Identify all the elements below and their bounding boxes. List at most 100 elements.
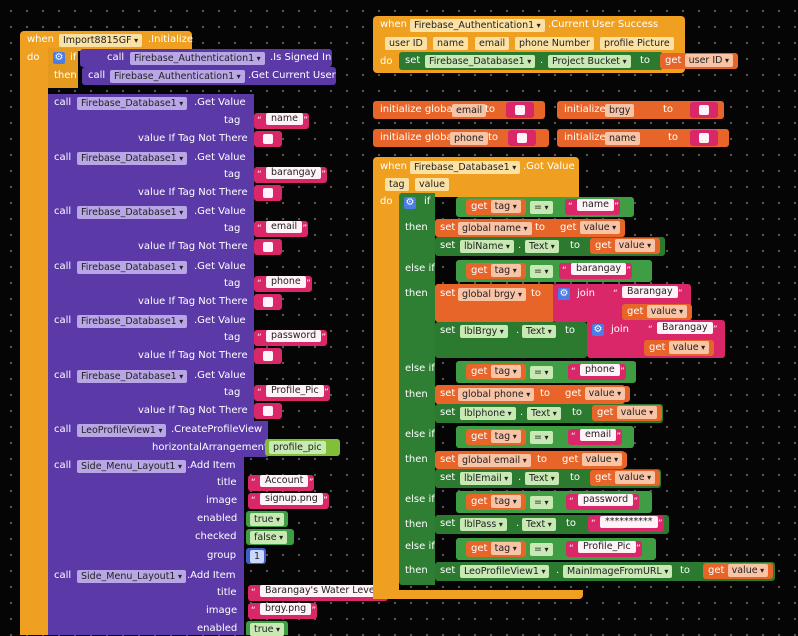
- tag-dropdown[interactable]: tag: [490, 264, 521, 277]
- value-dropdown[interactable]: value: [614, 471, 656, 484]
- empty-string-block[interactable]: [254, 348, 282, 364]
- initialize-component-dropdown[interactable]: Import8815GF: [59, 34, 143, 47]
- get-tag-block[interactable]: get tag: [466, 541, 526, 557]
- tag-dropdown[interactable]: tag: [490, 495, 521, 508]
- equals-operator-dropdown[interactable]: =: [530, 201, 553, 214]
- get-user-id-block[interactable]: get user ID: [660, 53, 739, 69]
- side-menu-component-dropdown[interactable]: Side_Menu_Layout1: [77, 460, 187, 473]
- get-value-var-block[interactable]: get value: [555, 220, 626, 236]
- match-string-barangay[interactable]: barangay: [559, 263, 633, 279]
- empty-string-block[interactable]: [254, 403, 282, 419]
- get-tag-block[interactable]: get tag: [466, 429, 526, 445]
- tag-dropdown[interactable]: tag: [490, 365, 521, 378]
- value-dropdown[interactable]: value: [616, 406, 658, 419]
- true-dropdown[interactable]: true: [250, 623, 285, 636]
- global-name-email[interactable]: email: [452, 104, 487, 117]
- param-email[interactable]: email: [475, 37, 510, 50]
- equals-operator-dropdown[interactable]: =: [530, 366, 553, 379]
- tag-string-email[interactable]: email: [254, 221, 309, 237]
- value-dropdown[interactable]: value: [581, 453, 623, 466]
- empty-string-block[interactable]: [690, 130, 718, 146]
- user-id-dropdown[interactable]: user ID: [684, 54, 734, 67]
- get-current-user-component-dropdown[interactable]: Firebase_Authentication1: [110, 70, 245, 83]
- database-component-dropdown[interactable]: Firebase_Database1: [410, 161, 521, 174]
- match-string-phone[interactable]: phone: [568, 364, 626, 380]
- side-menu-component-dropdown[interactable]: Side_Menu_Layout1: [77, 570, 187, 583]
- tag-string-profile-pic[interactable]: Profile_Pic: [254, 385, 330, 401]
- empty-string-block[interactable]: [254, 239, 282, 255]
- tag-string-name[interactable]: name: [254, 113, 309, 129]
- get-value-var-block[interactable]: get value: [592, 405, 663, 421]
- value-dropdown[interactable]: value: [584, 387, 626, 400]
- empty-string-block[interactable]: [690, 102, 718, 118]
- auth-component-dropdown[interactable]: Firebase_Authentication1: [410, 19, 545, 32]
- if-else-chain-block[interactable]: [399, 193, 435, 585]
- empty-string-block[interactable]: [254, 294, 282, 310]
- get-tag-block[interactable]: get tag: [466, 494, 526, 510]
- database-component-dropdown[interactable]: Firebase_Database1: [425, 55, 536, 68]
- empty-string-block[interactable]: [254, 131, 282, 147]
- tag-dropdown[interactable]: tag: [490, 200, 521, 213]
- value-dropdown[interactable]: value: [614, 239, 656, 252]
- param-phone-number[interactable]: phone Number: [515, 37, 594, 50]
- project-bucket-dropdown[interactable]: Project Bucket: [548, 55, 631, 68]
- param-user-id[interactable]: user ID: [385, 37, 427, 50]
- get-value-var-block[interactable]: get value: [644, 340, 715, 356]
- param-profile-picture[interactable]: profile Picture: [600, 37, 674, 50]
- label-component-dropdown[interactable]: lblPass: [460, 518, 507, 531]
- get-value-var-block[interactable]: get value: [560, 386, 631, 402]
- text-property-dropdown[interactable]: Text: [525, 240, 559, 253]
- value-dropdown[interactable]: value: [668, 341, 710, 354]
- main-image-from-url-dropdown[interactable]: MainImageFromURL: [563, 565, 673, 578]
- empty-string-block[interactable]: [508, 130, 536, 146]
- equals-operator-dropdown[interactable]: =: [530, 265, 553, 278]
- label-component-dropdown[interactable]: lblEmail: [460, 472, 513, 485]
- equals-operator-dropdown[interactable]: =: [530, 496, 553, 509]
- database-component-dropdown[interactable]: Firebase_Database1: [77, 370, 188, 383]
- empty-string-block[interactable]: [254, 185, 282, 201]
- is-signed-in-component-dropdown[interactable]: Firebase_Authentication1: [130, 52, 265, 65]
- title-string-account[interactable]: Account: [248, 475, 315, 491]
- gear-icon[interactable]: ⚙: [404, 197, 416, 209]
- get-value-var-block[interactable]: get value: [590, 238, 661, 254]
- global-name-block[interactable]: [557, 129, 729, 147]
- global-brgy-dropdown[interactable]: global brgy: [458, 288, 526, 301]
- join-string-barangay[interactable]: Barangay: [645, 322, 719, 338]
- text-property-dropdown[interactable]: Text: [527, 407, 561, 420]
- text-property-dropdown[interactable]: Text: [522, 325, 556, 338]
- match-string-profile-pic[interactable]: Profile_Pic: [566, 541, 642, 557]
- profile-view-component-dropdown[interactable]: LeoProfileView1: [77, 424, 167, 437]
- get-tag-block[interactable]: get tag: [466, 263, 526, 279]
- database-component-dropdown[interactable]: Firebase_Database1: [77, 315, 188, 328]
- tag-dropdown[interactable]: tag: [490, 430, 521, 443]
- image-string-brgy[interactable]: brgy.png: [248, 603, 318, 619]
- label-component-dropdown[interactable]: lblphone: [460, 407, 516, 420]
- get-value-var-block[interactable]: get value: [703, 563, 774, 579]
- global-name-phone[interactable]: phone: [450, 132, 488, 145]
- text-property-dropdown[interactable]: Text: [522, 518, 556, 531]
- tag-string-barangay[interactable]: barangay: [254, 167, 328, 183]
- equals-operator-dropdown[interactable]: =: [530, 431, 553, 444]
- param-value[interactable]: value: [415, 178, 449, 191]
- image-string-signup[interactable]: signup.png: [248, 493, 329, 509]
- profile-view-component-dropdown[interactable]: LeoProfileView1: [460, 565, 550, 578]
- global-brgy-block[interactable]: [557, 101, 724, 119]
- gear-icon[interactable]: ⚙: [592, 324, 604, 336]
- get-value-var-block[interactable]: get value: [557, 452, 628, 468]
- global-phone-dropdown[interactable]: global phone: [458, 388, 535, 401]
- tag-dropdown[interactable]: tag: [490, 542, 521, 555]
- add-item-account-block[interactable]: [48, 457, 244, 567]
- database-component-dropdown[interactable]: Firebase_Database1: [77, 97, 188, 110]
- tag-string-phone[interactable]: phone: [254, 276, 312, 292]
- database-component-dropdown[interactable]: Firebase_Database1: [77, 152, 188, 165]
- get-tag-block[interactable]: get tag: [466, 199, 526, 215]
- global-name-name[interactable]: name: [605, 132, 640, 145]
- password-mask-string[interactable]: **********: [588, 516, 664, 532]
- database-component-dropdown[interactable]: Firebase_Database1: [77, 261, 188, 274]
- equals-operator-dropdown[interactable]: =: [530, 543, 553, 556]
- title-string-water-level[interactable]: Barangay's Water Level: [248, 585, 389, 601]
- database-component-dropdown[interactable]: Firebase_Database1: [77, 206, 188, 219]
- gear-icon[interactable]: ⚙: [53, 52, 65, 64]
- global-email-dropdown[interactable]: global email: [458, 454, 531, 467]
- false-dropdown[interactable]: false: [250, 531, 288, 544]
